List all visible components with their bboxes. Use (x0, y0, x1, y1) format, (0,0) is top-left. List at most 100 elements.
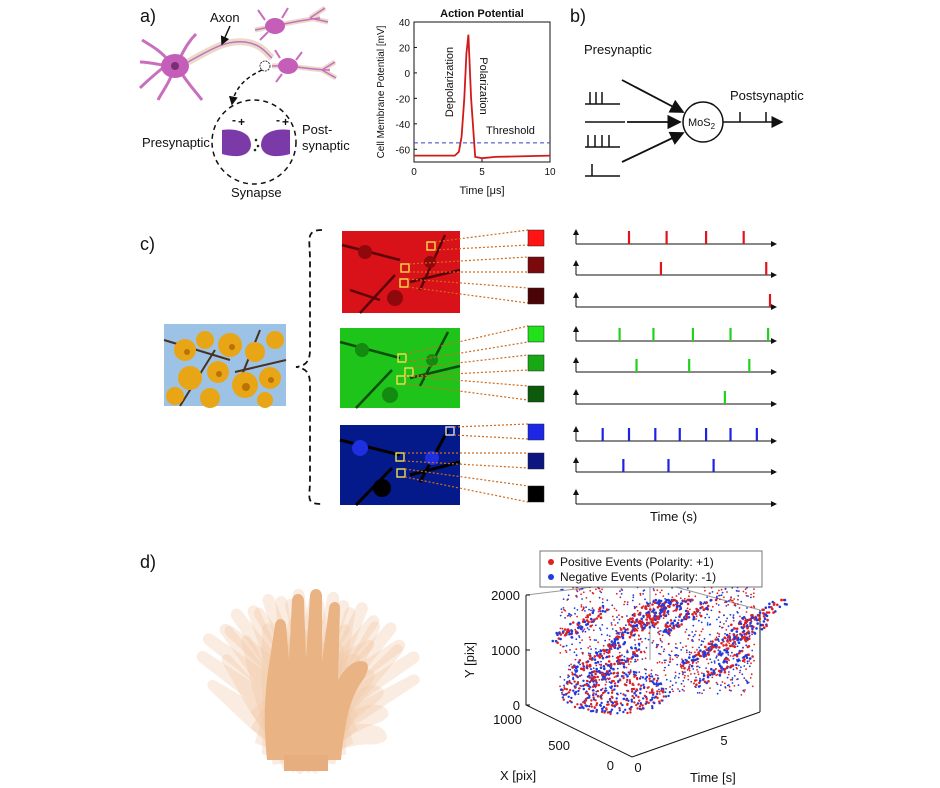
presynaptic-terminal-icon (222, 129, 251, 157)
event-point-sparse (601, 601, 604, 604)
event-point-cluster (616, 674, 619, 678)
event-point-sparse (749, 677, 752, 679)
event-point-sparse (728, 642, 731, 645)
event-point-sparse (561, 627, 564, 630)
event-point-sparse (581, 639, 583, 641)
event-point-cluster (653, 677, 656, 680)
event-point-sparse (702, 602, 705, 605)
scatter-zlabel: X [pix] (500, 768, 536, 783)
event-point-sparse (682, 673, 684, 676)
mos2-synapse-diagram: Presynaptic Postsynaptic MoS2 (584, 42, 804, 177)
event-point-sparse (706, 658, 708, 660)
event-point-dense (745, 620, 749, 623)
event-point-cluster (661, 691, 665, 694)
event-point-sparse (611, 628, 614, 630)
event-point-sparse (736, 645, 739, 648)
event-point-sparse (598, 679, 601, 681)
event-point-dense (639, 650, 643, 654)
event-point-cluster (628, 681, 632, 685)
event-point-cluster (629, 670, 632, 674)
event-point-cluster (625, 673, 628, 676)
event-point-dense (610, 640, 614, 643)
event-point-sparse (683, 677, 686, 679)
event-point-cluster (595, 702, 599, 705)
event-point-dense (621, 636, 625, 640)
event-point-sparse (746, 680, 748, 683)
event-point-sparse (562, 645, 565, 648)
event-point-sparse (635, 605, 638, 608)
event-point-dense (622, 626, 626, 630)
event-point-cluster (584, 691, 588, 695)
event-point-dense (731, 628, 734, 632)
event-point-dense (600, 654, 604, 658)
event-point-sparse (751, 685, 754, 688)
event-point-cluster (650, 698, 654, 701)
event-point-cluster (639, 691, 642, 695)
event-point-sparse (599, 627, 601, 630)
event-point-dense (632, 653, 635, 656)
event-point-sparse (741, 673, 744, 676)
event-point-cluster (645, 675, 649, 679)
event-point-cluster (658, 682, 661, 686)
event-point-dense (772, 602, 776, 605)
event-point-sparse (742, 646, 744, 649)
event-point-dense (592, 618, 596, 622)
event-point-dense (718, 652, 721, 656)
event-point-sparse (681, 658, 683, 661)
event-point-sparse (563, 686, 566, 688)
event-point-sparse (688, 651, 691, 654)
event-point-sparse (639, 637, 642, 640)
event-point-sparse (738, 671, 741, 674)
event-point-sparse (595, 639, 597, 642)
event-point-dense (686, 602, 690, 606)
event-point-dense (616, 647, 620, 650)
event-point-dense (723, 648, 726, 652)
event-point-sparse (669, 686, 671, 688)
event-point-cluster (610, 695, 613, 698)
event-point-sparse (589, 600, 592, 603)
event-point-sparse (619, 631, 621, 634)
event-point-cluster (667, 694, 670, 698)
ap-xtick-label: 0 (411, 167, 417, 178)
event-point-sparse (686, 651, 688, 654)
event-point-sparse (626, 603, 629, 606)
event-point-cluster (651, 689, 654, 692)
event-point-cluster (647, 701, 650, 704)
event-point-sparse (671, 626, 673, 629)
event-point-cluster (641, 704, 644, 707)
event-point-sparse (694, 651, 696, 654)
event-point-dense (570, 632, 573, 635)
input-arrows (621, 79, 685, 163)
event-point-sparse (680, 649, 683, 651)
event-point-dense (582, 618, 585, 621)
event-point-dense (593, 670, 596, 673)
event-point-dense (687, 612, 690, 616)
event-point-cluster (635, 694, 638, 697)
event-point-sparse (739, 615, 741, 618)
legend-positive-marker (548, 559, 554, 565)
event-point-dense (718, 650, 722, 653)
event-point-sparse (599, 610, 602, 613)
event-point-sparse (660, 589, 663, 592)
event-point-dense (630, 633, 633, 636)
event-point-sparse (664, 598, 666, 600)
event-point-cluster (597, 670, 601, 673)
event-point-sparse (588, 628, 590, 631)
event-point-cluster (618, 706, 621, 710)
event-point-dense (688, 656, 691, 659)
event-point-sparse (580, 605, 583, 608)
event-point-sparse (727, 603, 730, 606)
event-point-sparse (728, 689, 731, 692)
event-point-cluster (615, 697, 618, 700)
event-point-dense (756, 622, 759, 625)
event-point-sparse (687, 634, 690, 637)
event-point-sparse (677, 654, 680, 657)
event-point-dense (743, 635, 746, 639)
event-point-sparse (571, 643, 573, 646)
event-point-sparse (717, 659, 720, 661)
event-point-dense (726, 651, 730, 654)
event-point-sparse (619, 692, 622, 695)
event-point-dense (693, 679, 697, 682)
event-point-sparse (587, 647, 590, 649)
zoom-arrow (228, 69, 263, 106)
